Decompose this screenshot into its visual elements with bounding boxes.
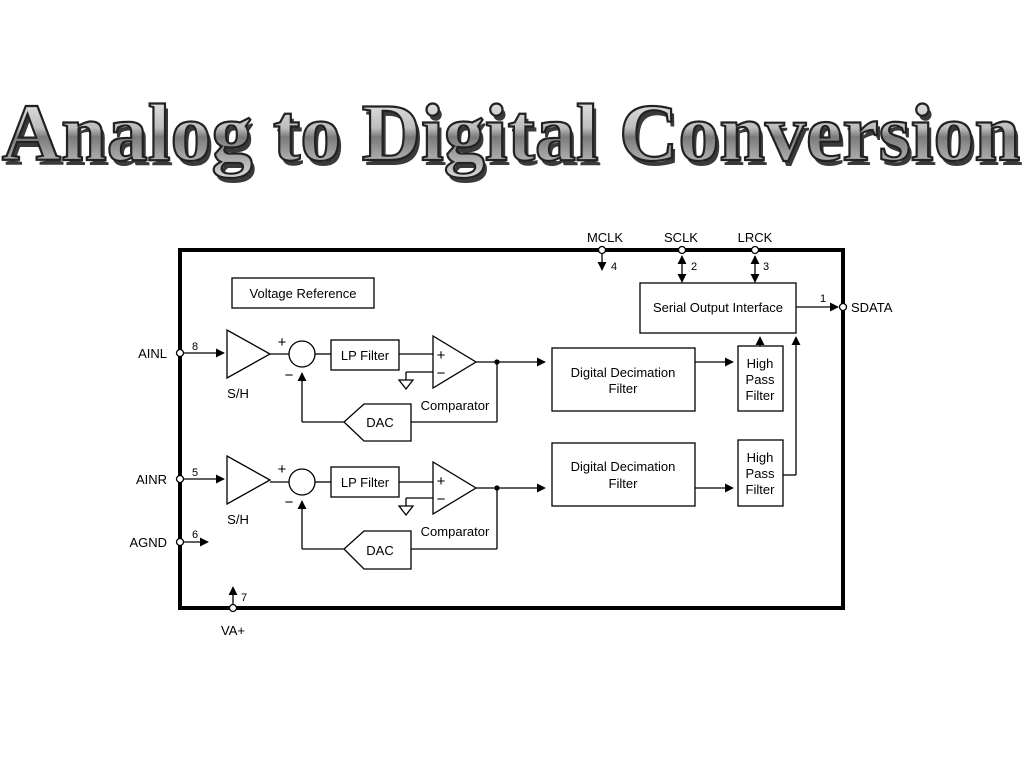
comp-plus-left: +: [437, 347, 446, 364]
decimation-label-right-2: Filter: [609, 476, 639, 491]
summing-junction-left: [288, 340, 316, 368]
comparator-left: [432, 334, 478, 390]
high-pass-filter-right: [737, 439, 784, 507]
lp-filter-label-right: LP Filter: [341, 475, 390, 490]
ainr-pin: [175, 474, 225, 484]
ainl-pin-number: 8: [192, 341, 198, 353]
lrck-pin-number: 3: [763, 261, 769, 273]
sclk-pin: [677, 245, 687, 283]
hpf-label-right-2: Pass: [746, 466, 775, 481]
agnd-pin: [175, 537, 209, 547]
agnd-label: AGND: [129, 535, 167, 550]
lrck-label: LRCK: [738, 230, 773, 245]
decimation-filter-right: [551, 442, 696, 507]
decimation-label-left-1: Digital Decimation: [571, 365, 676, 380]
vaplus-pin: [228, 586, 238, 613]
ainl-label: AINL: [138, 346, 167, 361]
hpf-label-left-2: Pass: [746, 372, 775, 387]
hpf-label-left-1: High: [747, 356, 774, 371]
voltage-reference-block: [231, 277, 375, 309]
dac-label-left: DAC: [366, 415, 393, 430]
sclk-label: SCLK: [664, 230, 698, 245]
dac-label-right: DAC: [366, 543, 393, 558]
title-shadow: Analog to Digital Conversion: [5, 92, 1023, 183]
vaplus-pin-number: 7: [241, 592, 247, 604]
dac-right: [343, 530, 412, 570]
title-text: Analog to Digital Conversion: [2, 87, 1020, 178]
lp-filter-label-left: LP Filter: [341, 348, 390, 363]
sdata-pin-number: 1: [820, 293, 826, 305]
serial-output-interface-label: Serial Output Interface: [653, 300, 783, 315]
sum-plus-right: +: [278, 461, 287, 478]
dac-left: [343, 403, 412, 442]
hpf-label-left-3: Filter: [746, 388, 776, 403]
sum-minus-left: −: [285, 367, 294, 384]
sample-hold-left: [226, 328, 272, 380]
decimation-filter-left: [551, 347, 696, 412]
lrck-pin: [750, 245, 760, 283]
mclk-pin-number: 4: [611, 261, 617, 273]
decimation-label-right-1: Digital Decimation: [571, 459, 676, 474]
comparator-label-right: Comparator: [421, 524, 490, 539]
hpf-label-right-1: High: [747, 450, 774, 465]
comp-minus-right: −: [437, 491, 446, 508]
agnd-pin-number: 6: [192, 529, 198, 541]
lp-filter-left: [330, 339, 400, 371]
sclk-pin-number: 2: [691, 261, 697, 273]
sh-label-left: S/H: [227, 386, 249, 401]
ainr-pin-number: 5: [192, 467, 198, 479]
hpf-label-right-3: Filter: [746, 482, 776, 497]
serial-output-interface-block: [639, 282, 797, 334]
ainl-pin: [175, 348, 225, 358]
comparator-right: [432, 460, 478, 516]
comp-minus-left: −: [437, 365, 446, 382]
slide-title: Analog to Digital Conversion Analog to D…: [1, 86, 1023, 183]
sum-plus-left: +: [278, 334, 287, 351]
mclk-label: MCLK: [587, 230, 623, 245]
summing-junction-right: [288, 468, 316, 496]
ainr-label: AINR: [136, 472, 167, 487]
vaplus-label: VA+: [221, 623, 245, 638]
sdata-label: SDATA: [851, 300, 893, 315]
sdata-pin: [796, 302, 848, 312]
sum-minus-right: −: [285, 494, 294, 511]
voltage-reference-label: Voltage Reference: [250, 286, 357, 301]
chip-outline: [178, 248, 845, 610]
sample-hold-right: [226, 454, 272, 506]
decimation-label-left-2: Filter: [609, 381, 639, 396]
comp-plus-right: +: [437, 473, 446, 490]
comparator-label-left: Comparator: [421, 398, 490, 413]
mclk-pin: [597, 245, 607, 271]
sh-label-right: S/H: [227, 512, 249, 527]
